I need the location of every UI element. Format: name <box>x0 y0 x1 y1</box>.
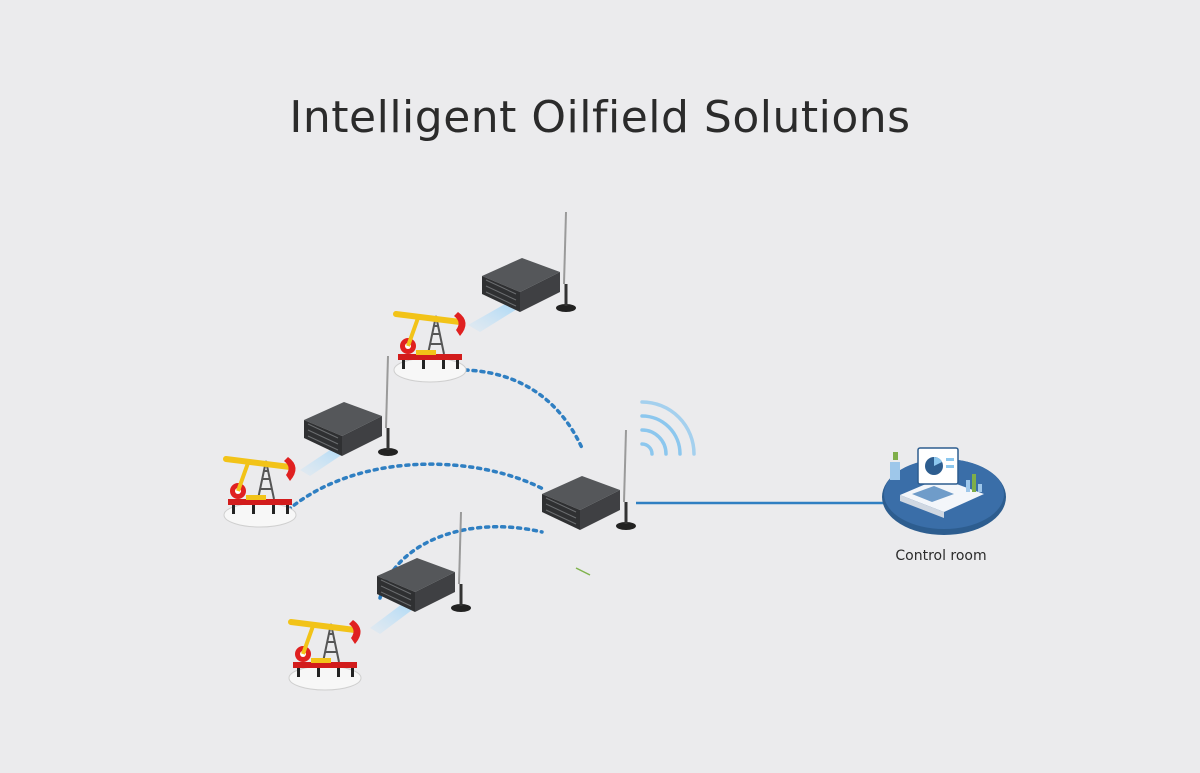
signal-beam <box>468 300 522 332</box>
control-room-label: Control room <box>895 548 986 564</box>
oil-well-site-2 <box>224 354 400 527</box>
pumpjack-icon <box>394 312 466 382</box>
gateway-router-icon <box>540 428 638 532</box>
wireless-link-1 <box>463 368 584 450</box>
router-icon <box>302 354 400 458</box>
wireless-link-2 <box>286 462 547 512</box>
control-room-icon: Control room <box>882 447 1006 564</box>
router-icon <box>375 510 473 614</box>
oil-well-site-3 <box>289 510 473 690</box>
page-title: Intelligent Oilfield Solutions <box>289 92 911 143</box>
pumpjack-icon <box>289 620 361 690</box>
wifi-signal-icon <box>640 400 696 456</box>
pumpjack-icon <box>224 457 296 527</box>
oil-well-site-1 <box>394 210 578 382</box>
router-icon <box>480 210 578 314</box>
wireless-link-3 <box>378 525 544 600</box>
ground-mark <box>575 567 591 576</box>
